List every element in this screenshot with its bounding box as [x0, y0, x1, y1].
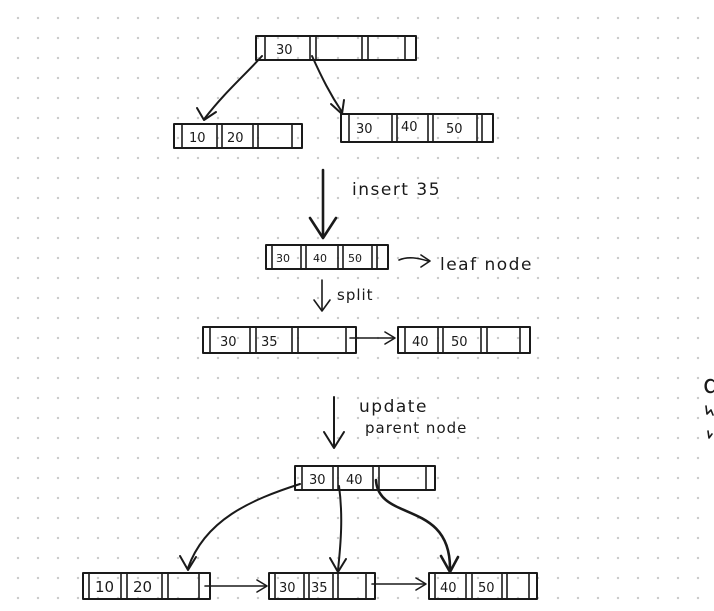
stage2-leaf-key-1: 30: [276, 252, 290, 265]
stage4-root-key-2: 40: [346, 473, 363, 488]
stage2-leaf-key-2: 40: [313, 252, 327, 265]
stage1-left-leaf: 10 20: [173, 123, 303, 149]
stage4-leaf-3-key-1: 40: [440, 581, 457, 596]
stage1-pointer-arrows: [196, 55, 345, 121]
stage4-leaf-2-key-1: 30: [279, 581, 296, 596]
stage1-root-key-1: 30: [276, 43, 293, 58]
stage4-leaf-1: 10 20: [82, 572, 211, 600]
stage1-right-leaf-key-1: 30: [356, 122, 373, 137]
leaf-node-pointer-arrow: [398, 254, 431, 268]
insert-label: insert 35: [352, 180, 441, 200]
update-label-line2: parent node: [365, 419, 467, 437]
stage1-right-leaf-key-2: 40: [401, 120, 418, 135]
edge-fragment-text: d: [703, 370, 714, 400]
stage4-sibling-pointer-2: [371, 577, 427, 591]
stage1-right-leaf: 30 40 50: [340, 113, 494, 143]
stage4-root-key-1: 30: [309, 473, 326, 488]
split-arrow: [313, 279, 331, 312]
stage1-left-leaf-key-2: 20: [227, 131, 244, 146]
stage1-root-node: 30: [255, 35, 417, 61]
stage4-leaf-3-key-2: 50: [478, 581, 495, 596]
stage4-leaf-2-key-2: 35: [311, 581, 328, 596]
stage3-right-leaf: 40 50: [397, 326, 531, 354]
stage1-right-leaf-key-3: 50: [446, 122, 463, 137]
update-arrow: [323, 396, 345, 449]
stage1-left-leaf-key-1: 10: [189, 131, 206, 146]
stage4-leaf-1-key-1: 10: [95, 578, 114, 596]
insert-arrow: [308, 168, 338, 240]
stage3-right-leaf-key-1: 40: [412, 335, 429, 350]
update-label-line1: update: [359, 397, 428, 417]
stage2-leaf-key-3: 50: [348, 252, 362, 265]
stage3-sibling-pointer: [349, 331, 396, 345]
stage3-right-leaf-key-2: 50: [451, 335, 468, 350]
stage4-root-node: 30 40: [294, 465, 436, 491]
split-label: split: [337, 286, 374, 304]
leaf-node-label: leaf node: [440, 255, 533, 275]
edge-fragment-scribble-1: [705, 405, 714, 416]
stage4-leaf-2: 30 35: [268, 572, 376, 600]
stage4-sibling-pointer-1: [204, 579, 268, 593]
stage3-left-leaf: 30 35: [202, 326, 357, 354]
edge-fragment-scribble-2: [707, 430, 713, 439]
stage3-left-leaf-key-2: 35: [261, 335, 278, 350]
stage4-child-pointers: [179, 478, 460, 574]
stage4-leaf-3: 40 50: [428, 572, 538, 600]
stage4-leaf-1-key-2: 20: [133, 578, 152, 596]
stage3-left-leaf-key-1: 30: [220, 335, 237, 350]
stage2-leaf-node: 30 40 50: [265, 244, 389, 270]
